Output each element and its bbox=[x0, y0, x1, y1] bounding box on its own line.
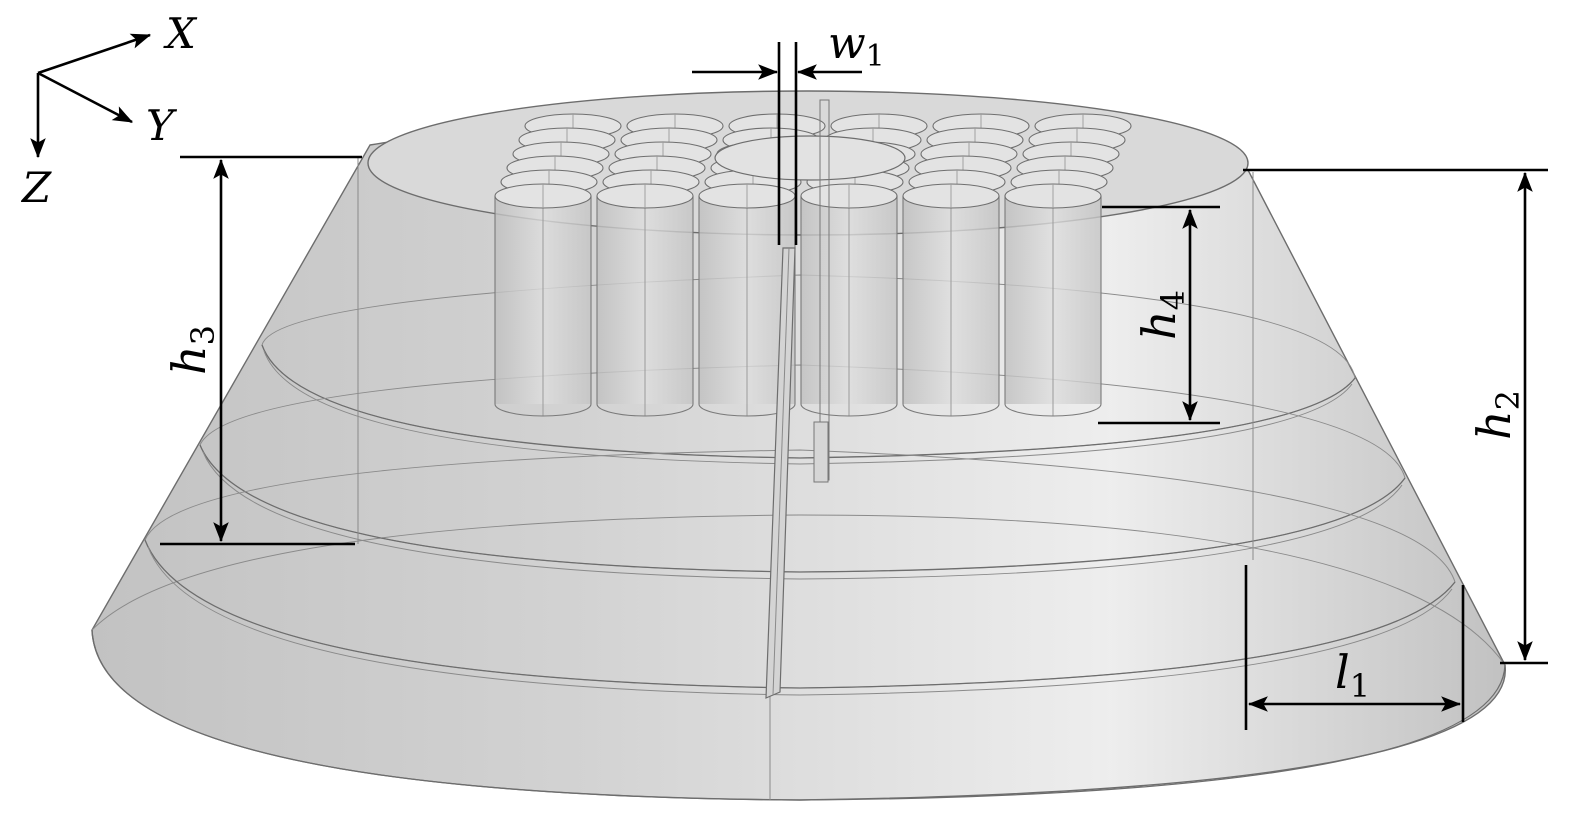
cylinder-array bbox=[494, 113, 1132, 417]
feed-strip bbox=[765, 99, 830, 699]
label-h2: h2 bbox=[1467, 390, 1527, 440]
array-cylinder bbox=[494, 183, 592, 417]
central-cylinder-top bbox=[714, 135, 906, 181]
dimension-h2: h2 bbox=[1243, 168, 1548, 665]
bottom-front-edge bbox=[91, 629, 1506, 801]
y-axis-label: Y bbox=[146, 101, 178, 150]
array-cylinder bbox=[596, 183, 694, 417]
z-axis-label: Z bbox=[20, 163, 52, 212]
dimension-h3: h3 bbox=[160, 155, 362, 546]
y-axis-arrow bbox=[37, 71, 133, 124]
dimension-l1: l1 bbox=[1244, 565, 1465, 730]
dimension-h4: h4 bbox=[1098, 205, 1220, 425]
ring-3 bbox=[144, 449, 1456, 696]
array-cylinder bbox=[902, 183, 1000, 417]
x-axis-label: X bbox=[163, 9, 198, 58]
label-h3: h3 bbox=[162, 325, 222, 375]
label-l1: l1 bbox=[1335, 645, 1370, 705]
array-cylinder bbox=[800, 183, 898, 417]
frustum-body bbox=[91, 90, 1506, 801]
ring-2 bbox=[199, 364, 1406, 580]
coordinate-axes: X Y Z bbox=[20, 9, 198, 212]
label-w1: w1 bbox=[828, 18, 885, 74]
bottom-back-edge bbox=[91, 514, 1506, 666]
x-axis-arrow bbox=[37, 33, 152, 75]
label-h4: h4 bbox=[1132, 290, 1192, 340]
array-cylinder bbox=[1004, 183, 1102, 417]
dimension-w1: w1 bbox=[692, 18, 885, 245]
